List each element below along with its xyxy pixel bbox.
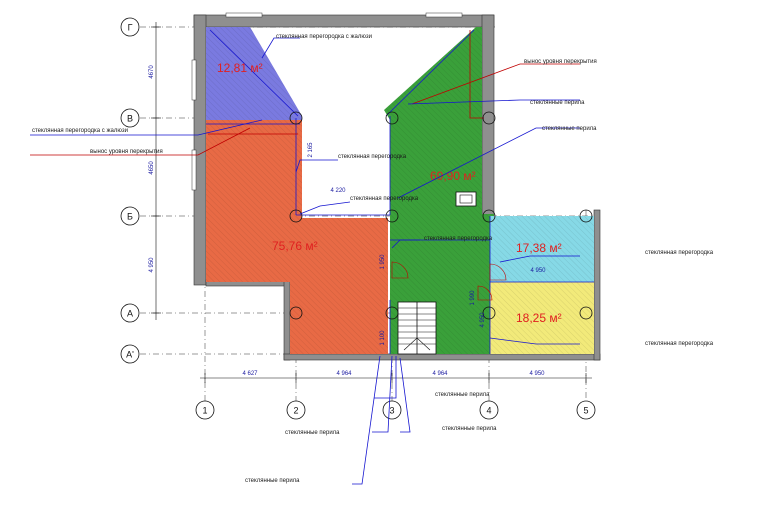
room-area-label: 12,81 м²: [217, 61, 263, 75]
axis-label: 4: [486, 406, 491, 416]
inner-dimensions: 4 220 4 950 2 165 1 950 1 100 1 990 4 95…: [308, 142, 546, 346]
left-dimensions: 4670 4650 4 950: [149, 22, 161, 320]
leader-lines: [30, 37, 580, 485]
annotation-glass-partition: стеклянная перегородка: [645, 341, 714, 347]
dimension-label: 4 950: [530, 268, 546, 274]
annotation-glass-partition-blinds: стеклянная перегородка с жалюзи: [32, 128, 128, 134]
room-area-label: 75,76 м²: [272, 239, 318, 253]
dimension-label: 1 950: [380, 254, 386, 270]
annotation-slab-projection: вынос уровня перекрытия: [90, 149, 163, 155]
dimension-label: 2 165: [308, 142, 314, 158]
dimension-label: 4 950: [480, 312, 486, 328]
annotation-glass-railing: стеклянные перила: [542, 126, 597, 132]
annotation-glass-partition-blinds: стеклянная перегородка с жалюзи: [276, 34, 372, 40]
dimension-label: 4670: [149, 65, 155, 79]
annotation-slab-projection: вынос уровня перекрытия: [524, 59, 597, 65]
annotation-glass-railing: стеклянные перила: [285, 430, 340, 436]
staircase: [397, 301, 437, 355]
equipment-box: [455, 191, 477, 207]
annotation-glass-partition: стеклянная перегородка: [338, 154, 407, 160]
annotation-glass-railing: стеклянные перила: [435, 392, 490, 398]
dimension-label: 4650: [149, 161, 155, 175]
dimension-label: 4 627: [242, 371, 258, 377]
axis-label: Б: [127, 212, 133, 222]
rooms: [206, 27, 594, 354]
structural-columns: [289, 111, 593, 320]
axis-label: 5: [583, 406, 588, 416]
glass-lines: [206, 29, 594, 354]
dimension-label: 1 990: [470, 290, 476, 306]
dimension-label: 4 220: [330, 188, 346, 194]
dimension-label: 1 100: [380, 330, 386, 346]
annotation-glass-partition: стеклянная перегородка: [645, 250, 714, 256]
axis-label: В: [127, 114, 133, 124]
room-area-label: 18,25 м²: [516, 311, 562, 325]
axis-label: 1: [202, 406, 207, 416]
dimension-label: 4 950: [529, 371, 545, 377]
axis-label: А: [127, 309, 133, 319]
room-area-label: 17,38 м²: [516, 241, 562, 255]
annotation-glass-railing: стеклянные перила: [530, 100, 585, 106]
row-axis-bubbles: Г В Б А А': [120, 17, 140, 364]
axis-label: Г: [128, 23, 133, 33]
doors: [391, 261, 507, 301]
dimension-label: 4 964: [432, 371, 448, 377]
dimension-label: 4 964: [336, 371, 352, 377]
annotation-glass-railing: стеклянные перила: [245, 478, 300, 484]
column-axis-bubbles: 1 2 3 4 5: [195, 400, 596, 420]
axis-label: 3: [389, 406, 394, 416]
annotation-glass-partition: стеклянная перегородка: [424, 236, 493, 242]
axis-label: 2: [293, 406, 298, 416]
annotation-glass-partition: стеклянная перегородка: [350, 196, 419, 202]
annotation-glass-railing: стеклянные перила: [442, 426, 497, 432]
axis-label: А': [126, 350, 134, 360]
dimension-label: 4 950: [149, 257, 155, 273]
room-area-label: 69,90 м²: [430, 169, 476, 183]
